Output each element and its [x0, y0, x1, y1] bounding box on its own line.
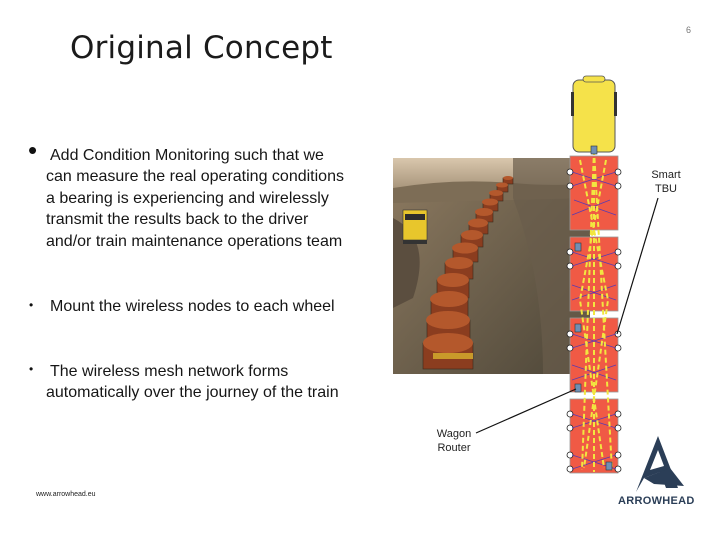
wagon-router-label: Wagon Router [436, 428, 472, 454]
bullet-marker: • [29, 362, 34, 376]
bullet-text: Add Condition Monitoring such that we [50, 147, 324, 164]
wagon-router-pointer [475, 388, 577, 434]
locomotive [572, 79, 616, 153]
bullet-text: a bearing is experiencing and wirelessly [46, 190, 329, 207]
arrowhead-logo-icon [636, 436, 684, 492]
slide-title: Original Concept [70, 30, 333, 66]
bullet-marker: • [28, 135, 38, 165]
smart-tbu-pointer [616, 197, 659, 335]
bullet-text: automatically over the journey of the tr… [46, 384, 339, 401]
arrowhead-logo-text: ARROWHEAD [618, 495, 695, 507]
slide-number: 6 [686, 25, 692, 35]
ore-train-photo [393, 158, 590, 374]
footer-url[interactable]: www.arrowhead.eu [36, 491, 96, 498]
bullet-marker: • [29, 298, 34, 312]
bullet-text: transmit the results back to the driver [46, 211, 309, 228]
bullet-text: can measure the real operating condition… [46, 168, 344, 185]
bullet-text: The wireless mesh network forms [50, 363, 289, 380]
bullet-text: and/or train maintenance operations team [46, 233, 343, 250]
wagon [569, 398, 619, 474]
bullet-text: Mount the wireless nodes to each wheel [50, 298, 335, 315]
smart-tbu-label: Smart TBU [651, 169, 681, 195]
